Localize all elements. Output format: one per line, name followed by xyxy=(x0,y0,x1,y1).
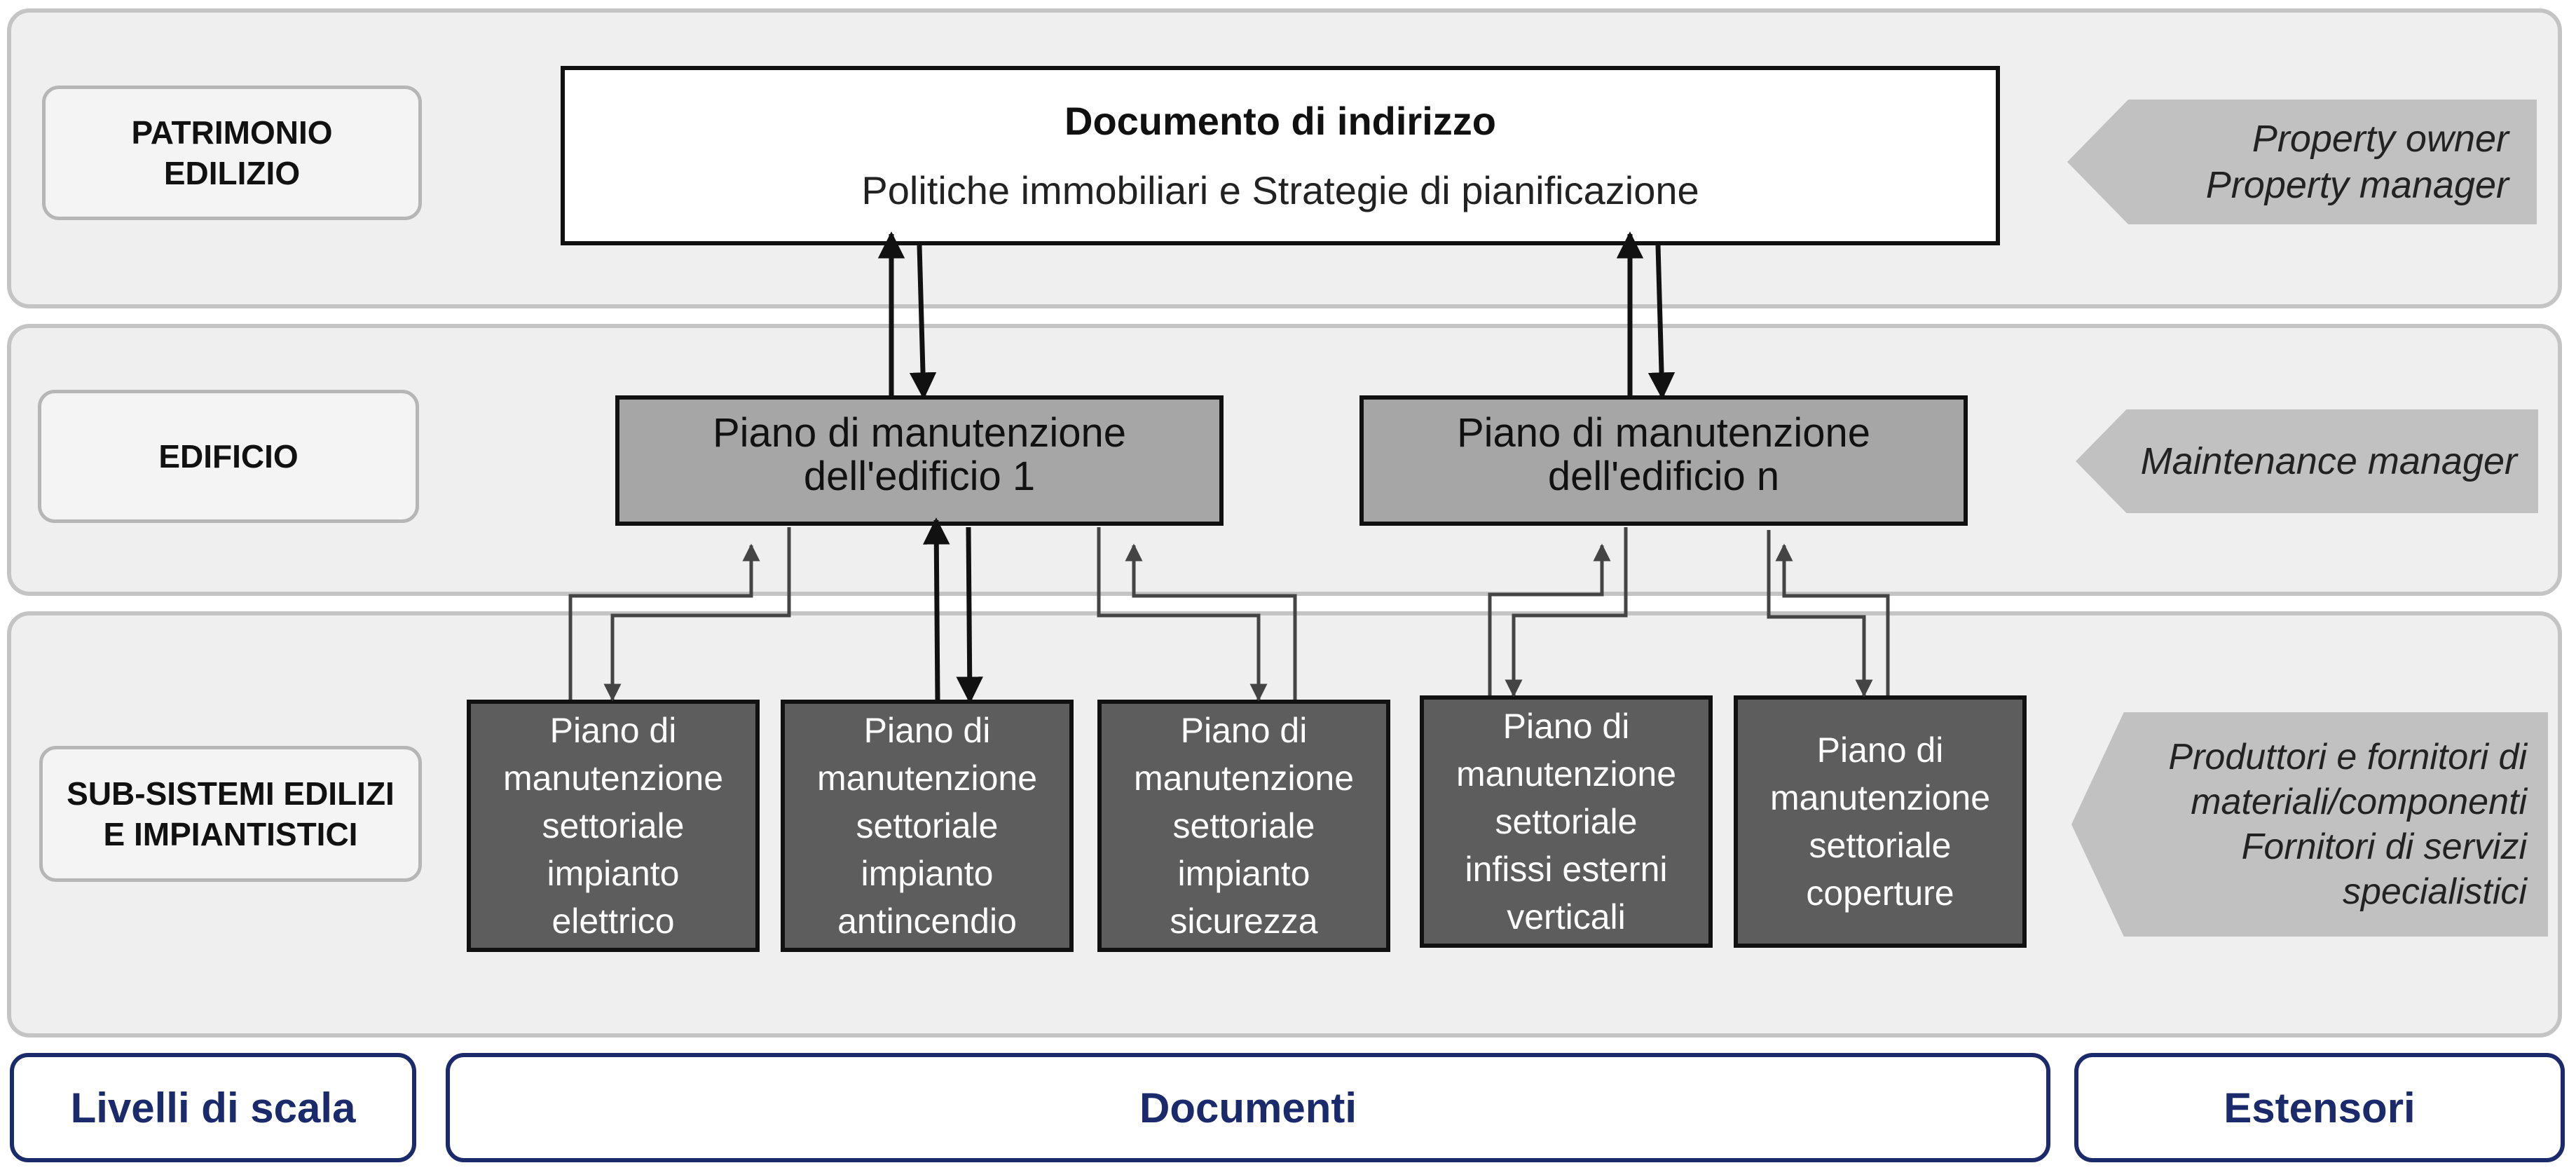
footer-documenti: Documenti xyxy=(446,1053,2050,1162)
estensore-edificio-label: Maintenance manager xyxy=(2140,440,2517,482)
level-edificio: EDIFICIO xyxy=(38,390,419,523)
footer-documenti-label: Documenti xyxy=(1139,1084,1357,1131)
arrow-document-to-plann xyxy=(1647,245,1676,400)
arrow-coperture-to-plann xyxy=(1775,543,1890,695)
level-patrimonio-label: PATRIMONIO EDILIZIO xyxy=(131,114,333,191)
building-plan-n-label: Piano di manutenzione dell'edificio n xyxy=(1456,410,1871,499)
level-edificio-label: EDIFICIO xyxy=(158,438,299,475)
sector-plan-antincendio: Piano di manutenzione settoriale impiant… xyxy=(781,700,1074,952)
sector-plan-coperture: Piano di manutenzione settoriale copertu… xyxy=(1734,695,2027,948)
arrow-plan1-to-sicurezza xyxy=(1097,527,1268,702)
estensore-chevron-edificio: Maintenance manager xyxy=(2076,409,2538,513)
arrow-elettrico-to-plan1 xyxy=(568,543,760,700)
footer-estensori: Estensori xyxy=(2074,1053,2565,1162)
arrow-plann-to-infissi xyxy=(1505,527,1628,698)
arrow-plan1-to-elettrico xyxy=(603,527,791,702)
arrow-document-to-plan1 xyxy=(909,245,937,400)
document-title: Documento di indirizzo xyxy=(1064,99,1496,143)
footer-estensori-label: Estensori xyxy=(2224,1084,2416,1131)
arrow-infissi-to-plann xyxy=(1488,543,1611,695)
arrow-plann-to-coperture xyxy=(1767,530,1873,698)
sector-plan-infissi: Piano di manutenzione settoriale infissi… xyxy=(1420,695,1713,948)
building-plan-1: Piano di manutenzione dell'edificio 1 xyxy=(615,395,1224,526)
sector-plan-elettrico-label: Piano di manutenzione settoriale impiant… xyxy=(502,711,724,941)
sector-plan-sicurezza: Piano di manutenzione settoriale impiant… xyxy=(1097,700,1390,952)
footer-livelli-di-scala: Livelli di scala xyxy=(10,1053,416,1162)
estensore-chevron-patrimonio: Property owner Property manager xyxy=(2067,100,2537,224)
building-plan-n: Piano di manutenzione dell'edificio n xyxy=(1359,395,1968,526)
document-subtitle: Politiche immobiliari e Strategie di pia… xyxy=(861,168,1699,212)
documento-di-indirizzo-box: Documento di indirizzo Politiche immobil… xyxy=(561,66,2000,245)
estensore-chevron-subsistemi: Produttori e fornitori di materiali/comp… xyxy=(2071,712,2548,937)
sector-plan-coperture-label: Piano di manutenzione settoriale copertu… xyxy=(1769,730,1991,913)
sector-plan-antincendio-label: Piano di manutenzione settoriale impiant… xyxy=(816,711,1038,941)
arrow-antincendio-to-plan1 xyxy=(923,517,950,702)
sector-plan-elettrico: Piano di manutenzione settoriale impiant… xyxy=(467,700,760,952)
estensore-patrimonio-label: Property owner Property manager xyxy=(2205,118,2509,206)
arrow-sicurezza-to-plan1 xyxy=(1125,543,1297,700)
level-subsistemi-label: SUB-SISTEMI EDILIZI E IMPIANTISTICI xyxy=(67,775,395,852)
level-subsistemi: SUB-SISTEMI EDILIZI E IMPIANTISTICI xyxy=(39,746,422,882)
sector-plan-sicurezza-label: Piano di manutenzione settoriale impiant… xyxy=(1133,711,1355,941)
footer-livelli-label: Livelli di scala xyxy=(70,1084,356,1131)
level-patrimonio-edilizio: PATRIMONIO EDILIZIO xyxy=(42,86,422,220)
estensore-subsistemi-label: Produttori e fornitori di materiali/comp… xyxy=(2168,737,2527,912)
building-plan-1-label: Piano di manutenzione dell'edificio 1 xyxy=(712,410,1127,499)
sector-plan-infissi-label: Piano di manutenzione settoriale infissi… xyxy=(1455,707,1677,937)
arrow-plan1-to-antincendio xyxy=(956,526,983,704)
